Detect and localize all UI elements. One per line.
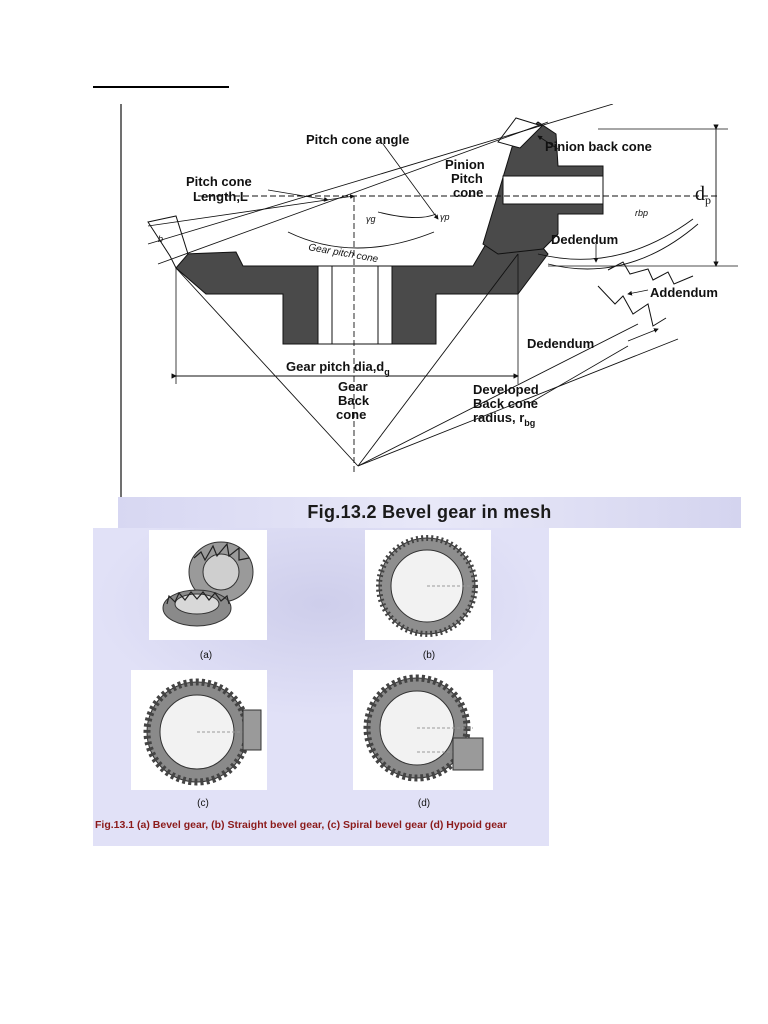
- label-pitch-cone-length-2: Length,L: [193, 189, 248, 204]
- label-gear-back-cone-1: Gear: [338, 379, 368, 394]
- label-pitch-cone-length-1: Pitch cone: [186, 174, 252, 189]
- label-gamma-g: γg: [366, 214, 376, 224]
- bevel-gear-types-figure: (a) (b) (c) (d) Fig.13.1 (a) Bevel gear,…: [93, 528, 549, 846]
- label-pinion-pitch-cone-1: Pinion: [445, 157, 485, 172]
- bevel-gear-mesh-diagram: Pitch cone angle Pinion back cone Pitch …: [118, 104, 741, 528]
- figure-13-2-caption-bar: Fig.13.2 Bevel gear in mesh: [118, 497, 741, 528]
- sublabel-b: (b): [422, 650, 436, 661]
- sublabel-a: (a): [199, 650, 213, 661]
- photo-straight-bevel-gear: [365, 530, 491, 640]
- label-pinion-pitch-cone-2: Pitch: [451, 171, 483, 186]
- label-pitch-cone-angle: Pitch cone angle: [306, 132, 409, 147]
- label-gear-pitch-dia: Gear pitch dia,dg: [286, 359, 390, 377]
- label-pinion-pitch-cone-3: cone: [453, 185, 483, 200]
- label-developed-2: Back cone: [473, 396, 538, 411]
- label-gear-pitch-cone: Gear pitch cone: [307, 242, 379, 265]
- label-developed-1: Developed: [473, 382, 539, 397]
- label-gear-back-cone-2: Back: [338, 393, 370, 408]
- label-pinion-back-cone: Pinion back cone: [545, 139, 652, 154]
- bevel-gear-drawing: Pitch cone angle Pinion back cone Pitch …: [120, 104, 738, 497]
- label-developed-3: radius, rbg: [473, 410, 535, 428]
- photo-bevel-gear: [149, 530, 267, 640]
- label-dp: dp: [695, 183, 711, 207]
- photo-hypoid-gear: [353, 670, 493, 790]
- figure-13-2-caption: Fig.13.2 Bevel gear in mesh: [307, 502, 552, 522]
- photo-spiral-bevel-gear: [131, 670, 267, 790]
- sublabel-c: (c): [197, 798, 209, 809]
- label-rbp: rbp: [635, 208, 648, 218]
- label-dedendum-bottom: Dedendum: [527, 336, 594, 351]
- figure-13-1-caption: Fig.13.1 (a) Bevel gear, (b) Straight be…: [95, 819, 507, 831]
- label-dedendum-top: Dedendum: [551, 232, 618, 247]
- label-addendum: Addendum: [650, 285, 718, 300]
- label-gamma-p: γp: [440, 212, 450, 222]
- heading-underline: [93, 86, 229, 88]
- label-b: b: [158, 234, 163, 244]
- label-gear-back-cone-3: cone: [336, 407, 366, 422]
- sublabel-d: (d): [417, 798, 431, 809]
